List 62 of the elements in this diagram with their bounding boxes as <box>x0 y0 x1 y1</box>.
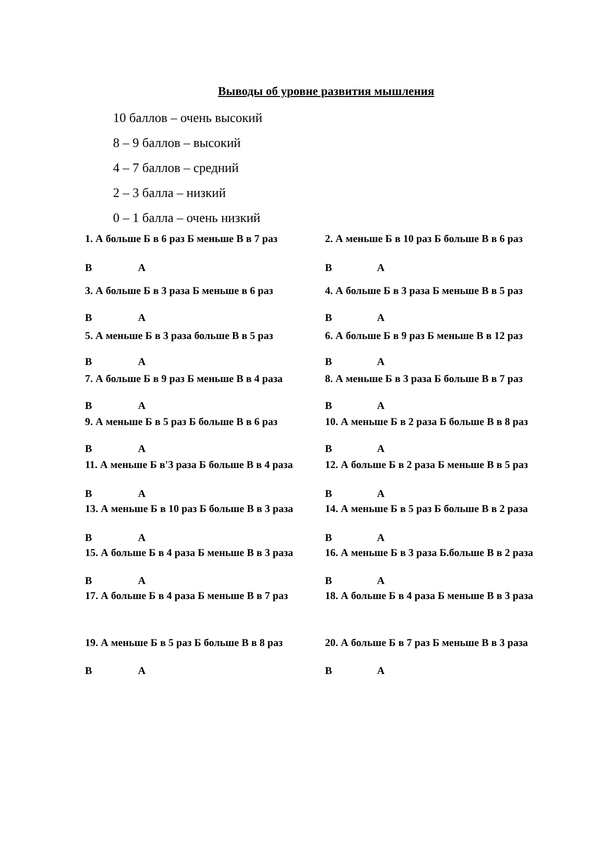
answer-label: В <box>85 667 92 678</box>
score-level: 0 – 1 балла – очень низкий <box>113 211 260 224</box>
task-text: 16. А меньше Б в 3 раза Б.больше В в 2 раза <box>325 549 534 560</box>
task-text: 1. А больше Б в 6 раз Б меньше В в 7 раз <box>85 235 278 246</box>
answer-label: В <box>85 314 92 324</box>
score-level: 4 – 7 баллов – средний <box>113 161 239 174</box>
answer-label: В <box>85 577 92 588</box>
answer-label: А <box>377 264 385 274</box>
task-text: 20. А больше Б в 7 раз Б меньше В в 3 раза <box>325 639 528 650</box>
answer-label: В <box>325 402 332 412</box>
answer-label: А <box>138 358 146 368</box>
answer-label: В <box>325 577 332 588</box>
answer-label: А <box>377 358 385 368</box>
answer-label: А <box>377 577 385 588</box>
task-text: 9. А меньше Б в 5 раз Б больше В в 6 раз <box>85 418 278 428</box>
answer-label: В <box>325 445 332 456</box>
answer-label: В <box>325 314 332 324</box>
answer-label: В <box>85 264 92 274</box>
task-text: 3. А больше Б в 3 раза Б меньше в 6 раз <box>85 287 274 298</box>
score-level: 8 – 9 баллов – высокий <box>113 136 241 149</box>
task-text: 6. А больше Б в 9 раз Б меньше В в 12 раз <box>325 332 523 342</box>
answer-label: А <box>138 667 146 678</box>
answer-label: А <box>138 445 146 456</box>
answer-label: А <box>138 534 146 544</box>
task-text: 11. А меньше Б в'3 раза Б больше В в 4 раза <box>85 461 293 472</box>
task-text: 14. А меньше Б в 5 раз Б больше В в 2 раза <box>325 505 528 516</box>
answer-label: В <box>325 490 332 500</box>
answer-label: В <box>85 358 92 368</box>
task-text: 8. А меньше Б в 3 раза Б больше В в 7 раз <box>325 375 523 386</box>
task-text: 7. А больше Б в 9 раз Б меньше В в 4 раза <box>85 375 283 386</box>
answer-label: А <box>377 490 385 500</box>
task-text: 2. А меньше Б в 10 раз Б больше В в 6 раз <box>325 235 523 246</box>
task-text: 15. А больше Б в 4 раза Б меньше В в 3 раза <box>85 549 294 560</box>
task-text: 4. А больше Б в 3 раза Б меньше В в 5 раз <box>325 287 523 298</box>
task-text: 17. А больше Б в 4 раза Б меньше В в 7 раз <box>85 592 288 602</box>
answer-label: А <box>138 402 146 412</box>
answer-label: В <box>325 667 332 678</box>
answer-label: А <box>377 314 385 324</box>
answer-label: А <box>138 264 146 274</box>
answer-label: В <box>325 534 332 544</box>
page-title: Выводы об уровне развития мышления <box>218 85 434 97</box>
score-level: 2 – 3 балла – низкий <box>113 186 226 199</box>
answer-label: А <box>377 402 385 412</box>
task-text: 13. А меньше Б в 10 раз Б больше В в 3 раза <box>85 505 294 516</box>
score-level: 10 баллов – очень высокий <box>113 111 262 124</box>
answer-label: В <box>85 490 92 500</box>
answer-label: В <box>325 358 332 368</box>
answer-label: В <box>325 264 332 274</box>
answer-label: А <box>377 445 385 456</box>
task-text: 18. А больше Б в 4 раза Б меньше В в 3 раза <box>325 592 534 602</box>
answer-label: А <box>138 490 146 500</box>
task-text: 19. А меньше Б в 5 раз Б больше В в 8 раз <box>85 639 283 650</box>
answer-label: В <box>85 402 92 412</box>
answer-label: В <box>85 445 92 456</box>
answer-label: А <box>138 577 146 588</box>
answer-label: А <box>138 314 146 324</box>
task-text: 12. А больше Б в 2 раза Б меньше В в 5 раз <box>325 461 528 472</box>
answer-label: А <box>377 534 385 544</box>
answer-label: В <box>85 534 92 544</box>
task-text: 5. А меньше Б в 3 раза больше В в 5 раз <box>85 332 274 342</box>
answer-label: А <box>377 667 385 678</box>
task-text: 10. А меньше Б в 2 раза Б больше В в 8 раз <box>325 418 528 428</box>
